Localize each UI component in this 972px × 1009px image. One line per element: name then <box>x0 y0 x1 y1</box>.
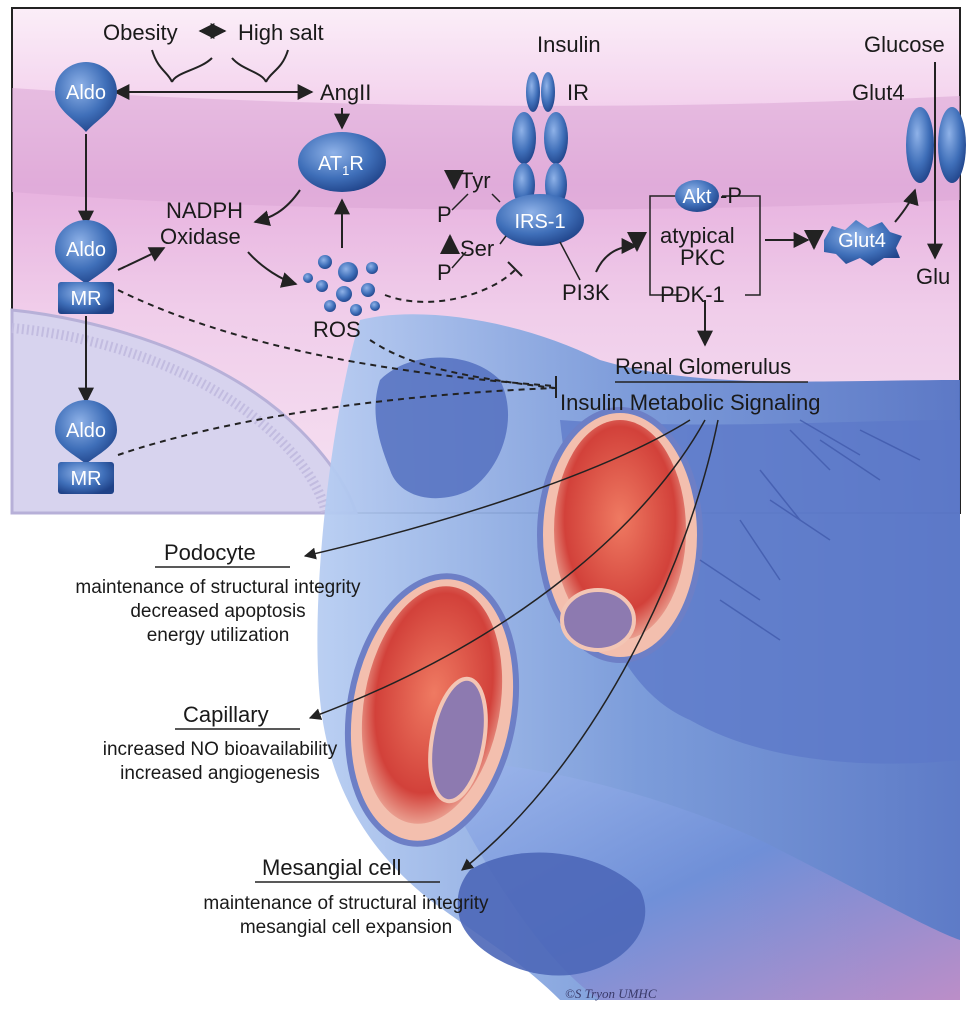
renal-title: Renal Glomerulus <box>615 354 791 379</box>
glu-label: Glu <box>916 264 950 289</box>
at1r-node: AT1R <box>298 132 386 192</box>
akt-text: Akt <box>683 186 712 208</box>
podocyte-title: Podocyte <box>164 540 256 565</box>
ros-label: ROS <box>313 317 361 342</box>
obesity-label: Obesity <box>103 20 178 45</box>
mesangial-nucleus-upper <box>562 590 634 650</box>
podocyte-line-1: maintenance of structural integrity <box>75 577 361 598</box>
oxidase-label: Oxidase <box>160 224 241 249</box>
capillary-title: Capillary <box>183 702 269 727</box>
pdk1-label: PDK-1 <box>660 282 725 307</box>
pkc-label: PKC <box>680 245 725 270</box>
aldo-bottom-text: Aldo <box>66 420 106 442</box>
mr-bottom-text: MR <box>70 468 101 490</box>
p-ser-label: P <box>437 260 452 285</box>
podocyte-line-2: decreased apoptosis <box>130 601 305 622</box>
nadph-label: NADPH <box>166 198 243 223</box>
irs1-text: IRS-1 <box>514 211 565 233</box>
irs1-node: IRS-1 <box>496 194 584 246</box>
angII-label: AngII <box>320 80 371 105</box>
akt-node: Akt <box>675 180 719 212</box>
insulin-label: Insulin <box>537 32 601 57</box>
capillary-line-2: increased angiogenesis <box>120 763 320 784</box>
aldo-mid-text: Aldo <box>66 239 106 261</box>
renal-subtitle: Insulin Metabolic Signaling <box>560 390 821 415</box>
at1r-text: AT1R <box>318 153 364 178</box>
aldo-mr-node-bottom: Aldo MR <box>55 400 117 494</box>
mesangial-line-1: maintenance of structural integrity <box>203 893 489 914</box>
ir-label: IR <box>567 80 589 105</box>
mr-mid-text: MR <box>70 288 101 310</box>
glut4-top-label: Glut4 <box>852 80 905 105</box>
aldo-mr-node-middle: Aldo MR <box>55 220 117 314</box>
glucose-label: Glucose <box>864 32 945 57</box>
mesangial-title: Mesangial cell <box>262 855 401 880</box>
pi3k-label: PI3K <box>562 280 610 305</box>
mesangial-line-2: mesangial cell expansion <box>240 917 452 938</box>
akt-p-label: -P <box>720 183 742 208</box>
p-tyr-label: P <box>437 202 452 227</box>
artist-signature: ©S Tryon UMHC <box>565 986 657 1001</box>
ser-label: Ser <box>460 236 494 261</box>
podocyte-line-3: energy utilization <box>147 625 290 646</box>
tyr-label: Tyr <box>460 168 491 193</box>
glut4-vesicle-text: Glut4 <box>838 230 886 252</box>
capillary-line-1: increased NO bioavailability <box>103 739 338 760</box>
high-salt-label: High salt <box>238 20 324 45</box>
aldo-top-text: Aldo <box>66 82 106 104</box>
